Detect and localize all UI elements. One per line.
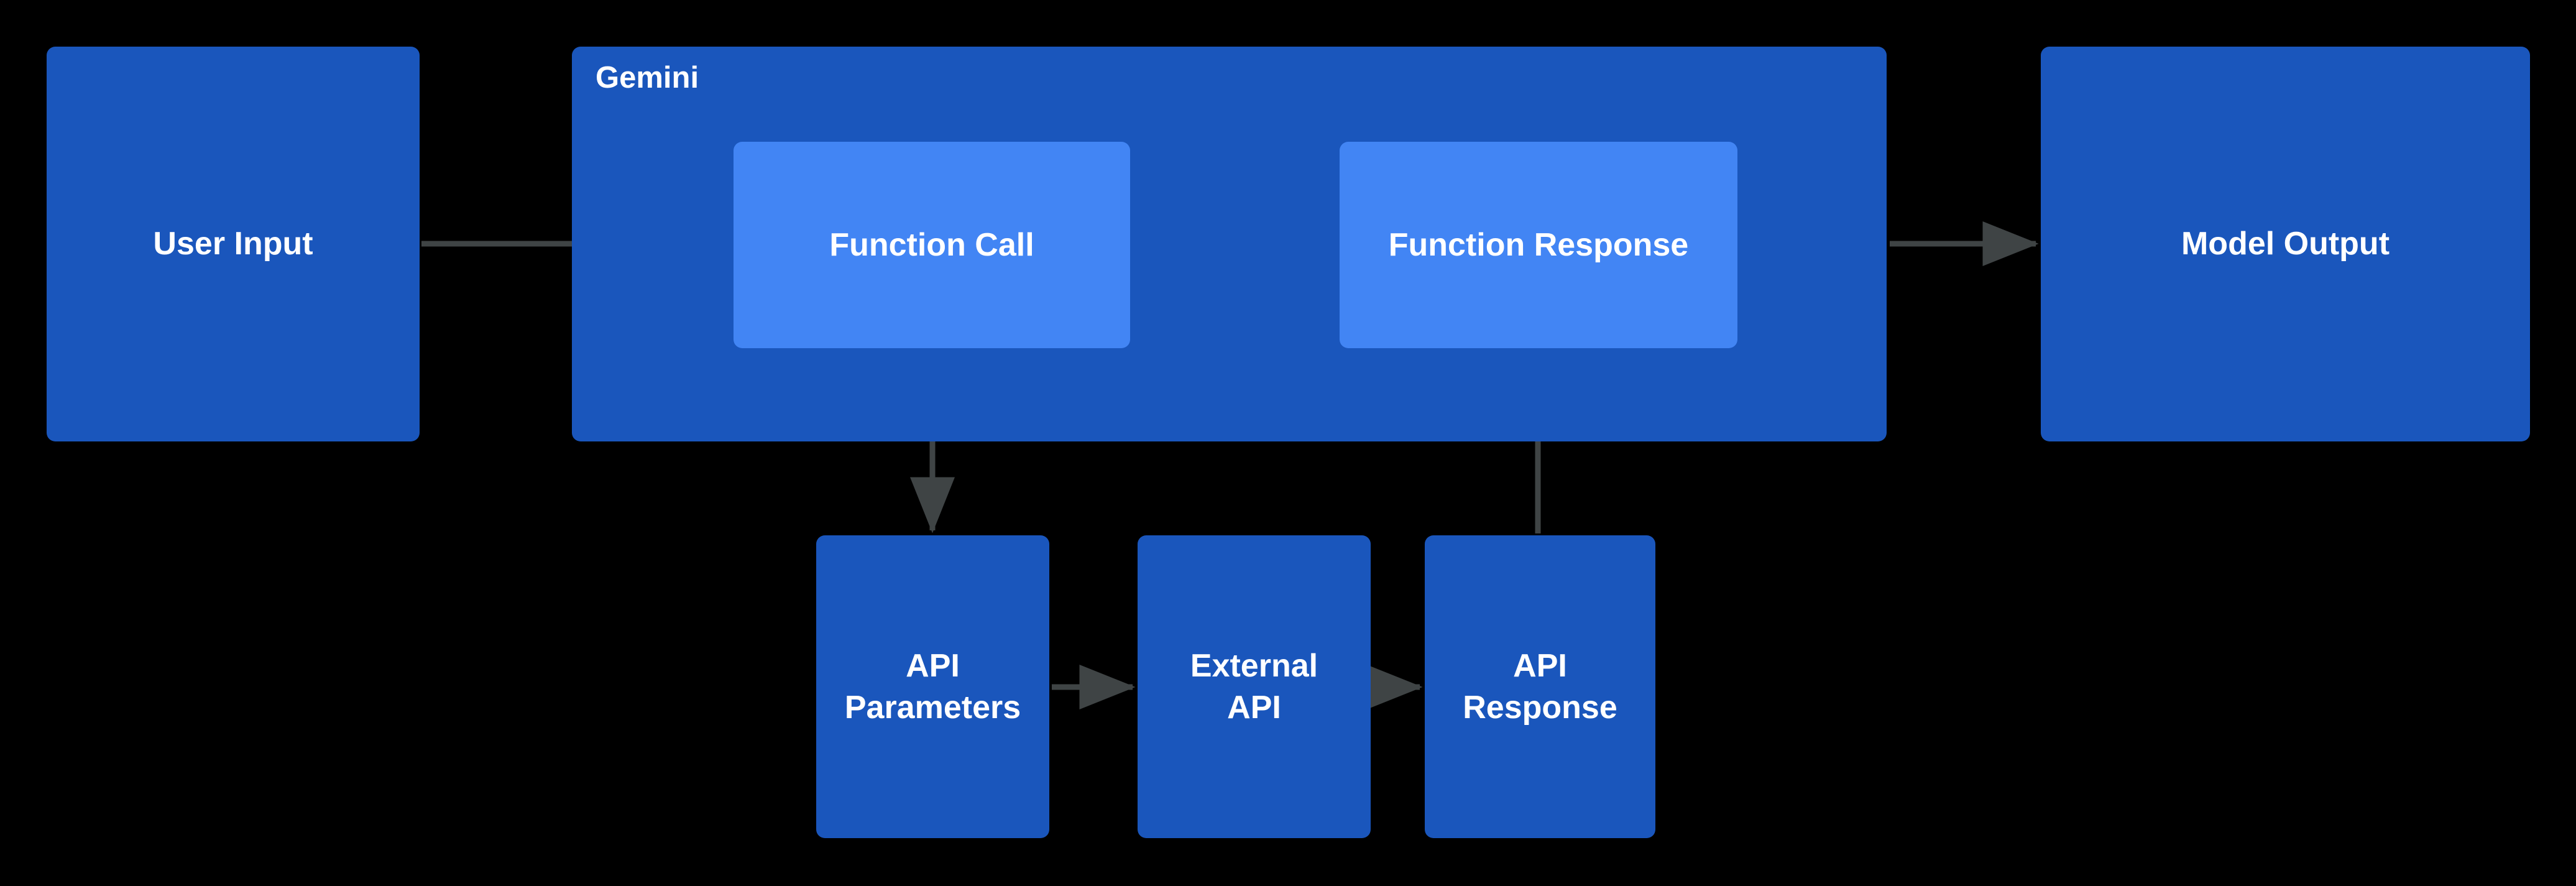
node-model-output[interactable]: Model Output <box>2041 47 2530 441</box>
node-function-response[interactable]: Function Response <box>1340 142 1737 348</box>
node-user-input-label: User Input <box>153 226 313 262</box>
node-function-call-label: Function Call <box>829 226 1034 263</box>
node-api-parameters-label: API Parameters <box>845 645 1021 728</box>
node-api-parameters-label-line1: API <box>906 647 960 684</box>
node-api-response-label-line2: Response <box>1463 689 1617 726</box>
node-user-input[interactable]: User Input <box>47 47 420 441</box>
gemini-group-label: Gemini <box>596 61 699 95</box>
node-external-api-label-line1: External <box>1190 647 1318 684</box>
node-model-output-label: Model Output <box>2181 226 2390 262</box>
node-api-response-label: API Response <box>1463 645 1617 728</box>
node-function-call[interactable]: Function Call <box>734 142 1130 348</box>
node-api-parameters[interactable]: API Parameters <box>816 535 1049 838</box>
node-external-api[interactable]: External API <box>1138 535 1371 838</box>
node-external-api-label: External API <box>1190 645 1318 728</box>
node-api-response-label-line1: API <box>1513 647 1567 684</box>
node-api-parameters-label-line2: Parameters <box>844 689 1021 726</box>
node-external-api-label-line2: API <box>1227 689 1281 726</box>
node-function-response-label: Function Response <box>1388 226 1689 263</box>
node-api-response[interactable]: API Response <box>1425 535 1655 838</box>
